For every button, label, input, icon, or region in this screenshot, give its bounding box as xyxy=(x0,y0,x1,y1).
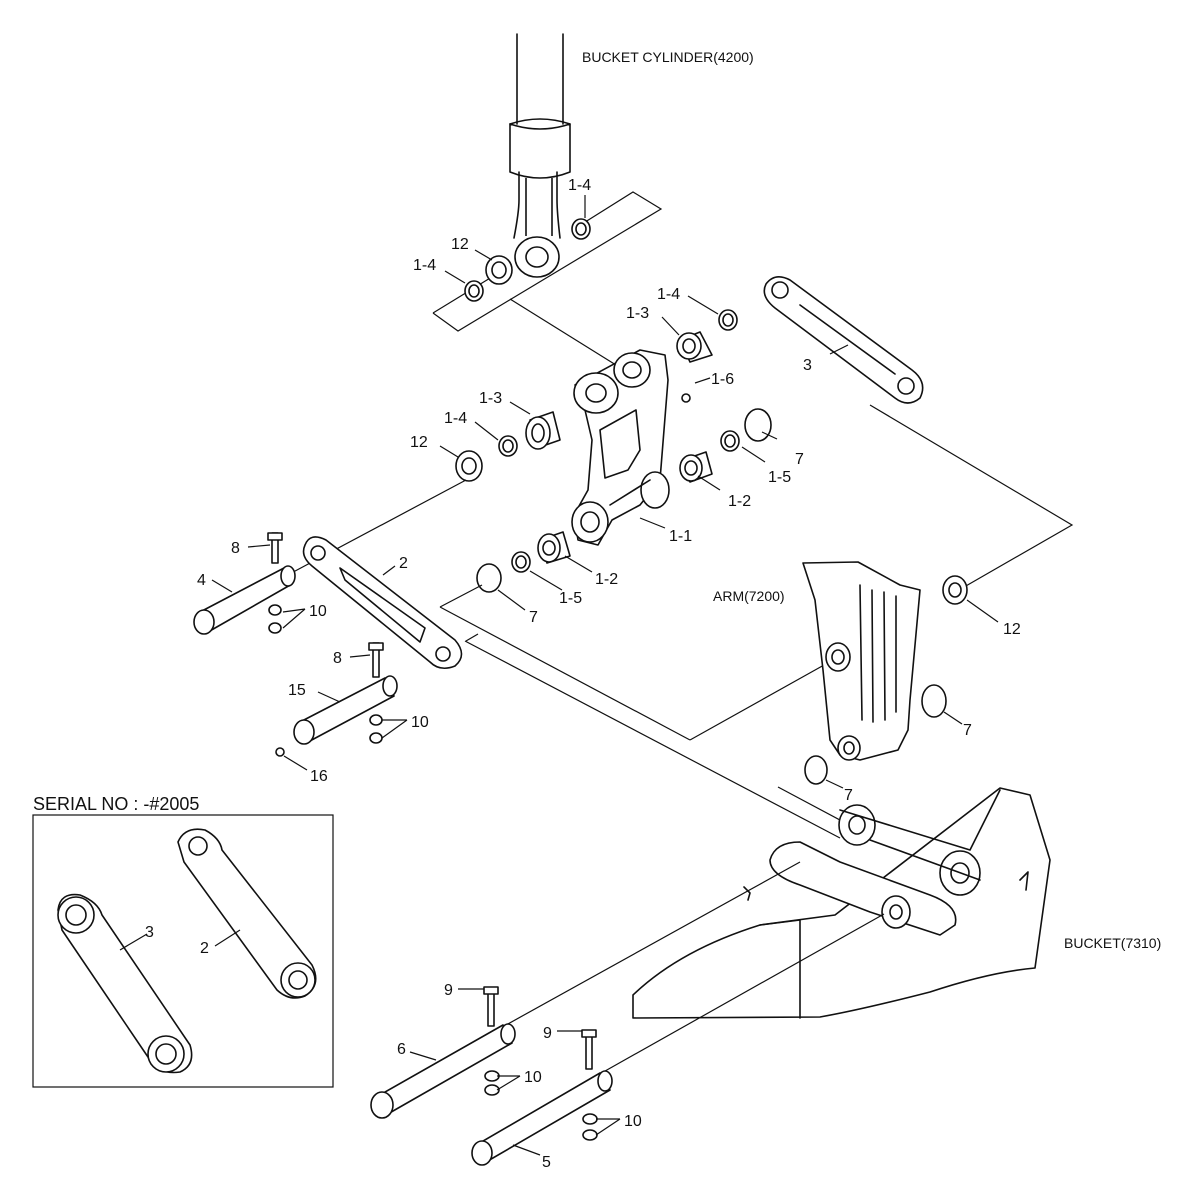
bushing-1-2-lower xyxy=(537,531,571,564)
ring-7-arm-b xyxy=(804,755,828,785)
callout-1-6: 1-6 xyxy=(711,371,734,388)
callout-16: 16 xyxy=(310,768,328,785)
arm-part xyxy=(802,561,921,761)
inset-link-3 xyxy=(57,893,193,1074)
washer-1-4-left xyxy=(498,435,518,457)
callout-labels: 1-4 12 1-4 1-4 1-3 3 1-6 1-3 1-4 12 7 1-… xyxy=(145,177,1021,1171)
guide-line-b xyxy=(869,404,1074,599)
bushing-1-2-right xyxy=(679,451,713,483)
arm-title: ARM(7200) xyxy=(713,588,785,604)
bucket-cylinder xyxy=(509,33,571,278)
washer-top-12 xyxy=(485,255,513,285)
callout-1-1: 1-1 xyxy=(669,528,692,545)
callout-5: 5 xyxy=(542,1154,551,1171)
bucket-cylinder-title: BUCKET CYLINDER(4200) xyxy=(582,49,754,65)
callout-15: 15 xyxy=(288,682,306,699)
callout-9: 9 xyxy=(444,982,453,999)
callout-1-4: 1-4 xyxy=(568,177,591,194)
callout-1-3: 1-3 xyxy=(626,305,649,322)
callout-10: 10 xyxy=(624,1113,642,1130)
washer-12-arm xyxy=(942,575,968,605)
pin-6 xyxy=(370,986,516,1119)
washer-top-1-4a xyxy=(571,218,591,240)
washer-1-5-right xyxy=(720,430,740,452)
callout-1-2: 1-2 xyxy=(728,493,751,510)
serial-inset xyxy=(32,814,334,1088)
washer-1-5-lower xyxy=(511,551,531,573)
callout-1-3: 1-3 xyxy=(479,390,502,407)
link-assembly-1-1 xyxy=(571,349,670,546)
guide-line-d xyxy=(464,640,841,839)
inset-link-2 xyxy=(177,828,317,999)
bushing-1-3-upper-right xyxy=(676,331,713,363)
callout-4: 4 xyxy=(197,572,206,589)
ring-7-right xyxy=(744,408,772,442)
callout-10: 10 xyxy=(524,1069,542,1086)
bushing-1-3-left xyxy=(525,411,561,450)
washer-12-left xyxy=(455,450,483,482)
callout-10: 10 xyxy=(309,603,327,620)
callout-12: 12 xyxy=(1003,621,1021,638)
callout-6: 6 xyxy=(397,1041,406,1058)
callout-7: 7 xyxy=(529,609,538,626)
pin-5 xyxy=(471,1029,613,1166)
callout-1-2: 1-2 xyxy=(595,571,618,588)
callout-3: 3 xyxy=(803,357,812,374)
leader-lines xyxy=(119,195,999,1156)
callout-3: 3 xyxy=(145,924,154,941)
callout-9: 9 xyxy=(543,1025,552,1042)
callout-2: 2 xyxy=(200,940,209,957)
callout-12: 12 xyxy=(451,236,469,253)
callout-7: 7 xyxy=(844,787,853,804)
washer-1-4-upper-right xyxy=(718,309,738,331)
guide-line-pin5 xyxy=(597,913,885,1076)
bucket-part xyxy=(632,787,1051,1019)
callout-8: 8 xyxy=(231,540,240,557)
ring-7-lower xyxy=(476,563,502,593)
callout-1-4: 1-4 xyxy=(413,257,436,274)
callout-10: 10 xyxy=(411,714,429,731)
callout-1-4: 1-4 xyxy=(444,410,467,427)
callout-1-4: 1-4 xyxy=(657,286,680,303)
washer-top-1-4b xyxy=(464,280,484,302)
link-3 xyxy=(763,276,924,404)
callout-1-5: 1-5 xyxy=(559,590,582,607)
pin-4 xyxy=(193,532,296,635)
callout-2: 2 xyxy=(399,555,408,572)
callout-7: 7 xyxy=(963,722,972,739)
callout-1-5: 1-5 xyxy=(768,469,791,486)
ring-7-arm-a xyxy=(921,684,947,718)
callout-8: 8 xyxy=(333,650,342,667)
pin-15 xyxy=(275,642,398,757)
bolt-1-6 xyxy=(681,393,691,403)
serial-number-label: SERIAL NO : -#2005 xyxy=(33,794,199,814)
guide-line-pin6 xyxy=(496,861,801,1031)
guide-line-c xyxy=(439,606,691,741)
callout-7: 7 xyxy=(795,451,804,468)
bucket-title: BUCKET(7310) xyxy=(1064,935,1161,951)
callout-12: 12 xyxy=(410,434,428,451)
link-2 xyxy=(302,536,463,670)
